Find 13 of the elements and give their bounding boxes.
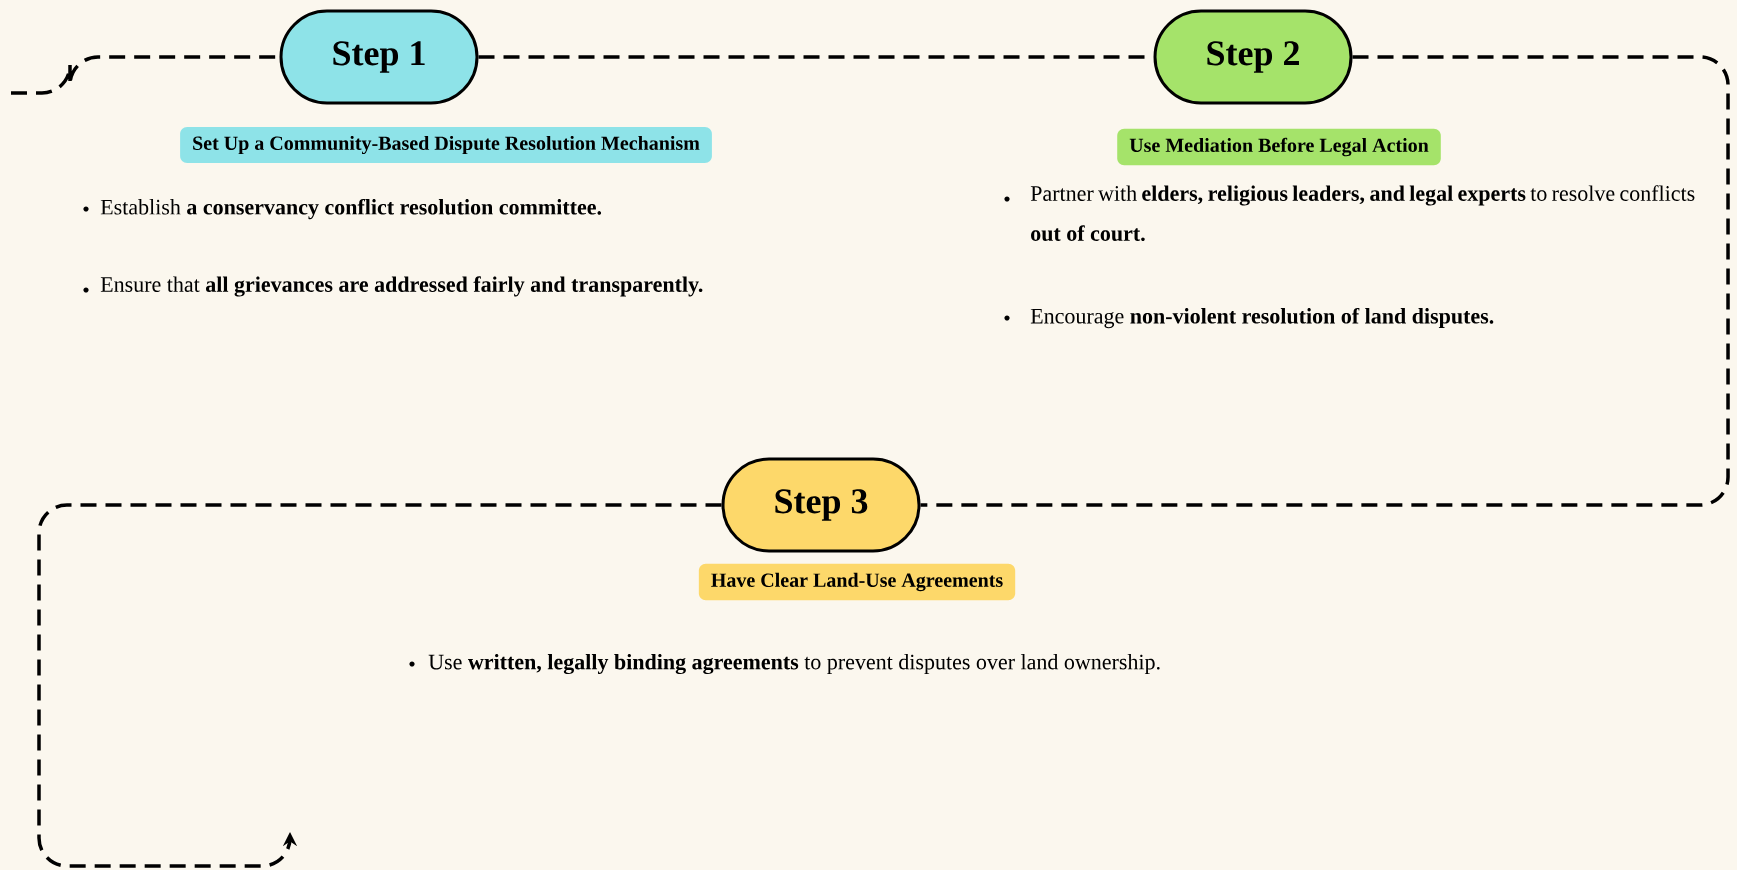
section-heading: Have Clear Land-Use Agreements <box>698 563 1016 601</box>
step-pill: Step 2 <box>1153 9 1353 105</box>
step-pill: Step 3 <box>721 457 921 553</box>
bullet-text: Use written, legally binding agreements to prevent disputes over land ownership. <box>428 653 1160 675</box>
bullet-text: Ensure that all grievances are addressed fairly and transparently. <box>100 276 703 297</box>
dashed-connector <box>920 55 1730 507</box>
dashed-connector <box>37 503 722 868</box>
section-heading: Use Mediation Before Legal Action <box>1117 128 1441 166</box>
bullet-text: Partner with elders, religious leaders, and legal experts to resolve conflicts out of court. <box>1030 185 1695 241</box>
bullet-text: Establish a conservancy conflict resolution committee. <box>100 198 602 220</box>
step-pill: Step 1 <box>279 9 479 105</box>
bullet-text: Encourage non-violent resolution of land disputes. <box>1030 307 1494 329</box>
section-heading: Set Up a Community-Based Dispute Resolution Mechanism <box>180 126 712 164</box>
